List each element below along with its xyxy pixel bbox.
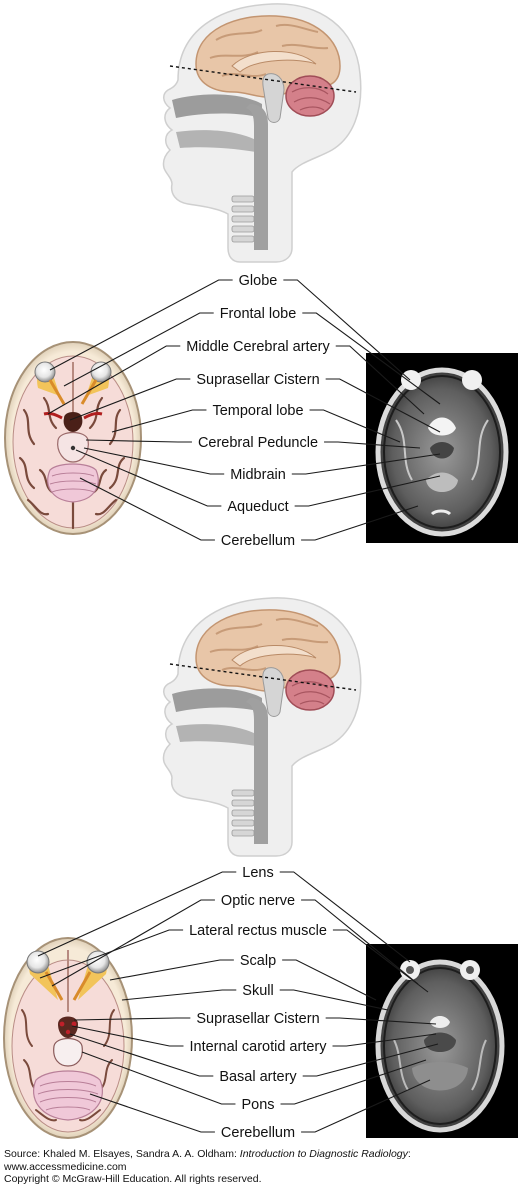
label-cerebellum: Cerebellum: [221, 533, 295, 549]
leader-line-right: [283, 279, 411, 381]
leader-line-left: [47, 345, 181, 415]
leader-line-left: [121, 989, 237, 1001]
leader-line-right: [294, 475, 441, 507]
axial-brain-illustration-1: [4, 341, 142, 535]
leader-line-left: [89, 1093, 215, 1133]
leader-line-left: [69, 378, 191, 421]
source-credit: Source: Khaled M. Elsayes, Sandra A. A. …: [4, 1148, 516, 1186]
leader-line-right: [325, 378, 441, 433]
leader-line-right: [301, 899, 419, 985]
label-midbrain: Midbrain: [230, 467, 286, 483]
label-cerebral-peduncle: Cerebral Peduncle: [198, 435, 318, 451]
axial-mri-image-2: [366, 944, 518, 1138]
leader-line-right: [279, 989, 389, 1011]
leader-line-left: [79, 477, 215, 541]
leader-line-right: [301, 505, 419, 541]
leader-line-left: [85, 439, 192, 443]
label-cerebellum: Cerebellum: [221, 1125, 295, 1141]
leader-line-left: [111, 409, 207, 433]
leader-line-right: [280, 1059, 427, 1105]
copyright-notice: Copyright © McGraw-Hill Education. All r…: [4, 1173, 262, 1185]
leader-line-left: [109, 959, 234, 981]
leader-line-right: [335, 345, 425, 415]
label-internal-carotid-artery: Internal carotid artery: [189, 1039, 327, 1055]
sagittal-head-illustration-2: [162, 597, 362, 857]
label-globe: Globe: [239, 273, 278, 289]
label-pons: Pons: [241, 1097, 274, 1113]
leader-line-left: [81, 1051, 236, 1105]
leader-line-left: [83, 447, 225, 475]
leader-line-right: [325, 1017, 437, 1025]
label-lateral-rectus-muscle: Lateral rectus muscle: [189, 923, 327, 939]
leader-line-right: [302, 1043, 439, 1077]
leader-line-right: [332, 929, 429, 993]
source-website[interactable]: www.accessmedicine.com: [4, 1160, 127, 1173]
leader-line-right: [332, 1033, 437, 1047]
source-suffix: :: [407, 1148, 411, 1160]
leader-line-left: [69, 1033, 214, 1077]
label-suprasellar-cistern: Suprasellar Cistern: [196, 1011, 319, 1027]
leader-line-left: [75, 449, 222, 507]
label-aqueduct: Aqueduct: [227, 499, 288, 515]
leader-line-left: [49, 279, 233, 371]
label-temporal-lobe: Temporal lobe: [212, 403, 303, 419]
sagittal-head-illustration-1: [162, 3, 362, 263]
leader-line-left: [39, 929, 184, 979]
leader-line-right: [282, 959, 377, 1001]
leader-line-left: [37, 871, 237, 957]
leader-line-right: [309, 409, 401, 443]
leader-line-left: [51, 899, 215, 987]
label-scalp: Scalp: [240, 953, 276, 969]
leader-line-left: [71, 1025, 184, 1047]
label-basal-artery: Basal artery: [219, 1069, 297, 1085]
label-optic-nerve: Optic nerve: [221, 893, 295, 909]
leader-line-left: [63, 312, 214, 387]
leader-line-right: [324, 441, 421, 449]
source-authors: Source: Khaled M. Elsayes, Sandra A. A. …: [4, 1148, 240, 1160]
leader-line-left: [73, 1017, 191, 1021]
leader-line-right: [302, 312, 441, 405]
source-book-title: Introduction to Diagnostic Radiology: [239, 1148, 408, 1160]
label-lens: Lens: [242, 865, 273, 881]
source-line: Source: Khaled M. Elsayes, Sandra A. A. …: [4, 1148, 516, 1161]
label-middle-cerebral-artery: Middle Cerebral artery: [186, 339, 330, 355]
leader-line-right: [291, 453, 441, 475]
label-skull: Skull: [242, 983, 273, 999]
label-suprasellar-cistern: Suprasellar Cistern: [196, 372, 319, 388]
label-frontal-lobe: Frontal lobe: [220, 306, 297, 322]
leader-line-right: [301, 1079, 431, 1133]
leader-line-right: [279, 871, 411, 963]
axial-brain-illustration-2: [3, 937, 133, 1139]
